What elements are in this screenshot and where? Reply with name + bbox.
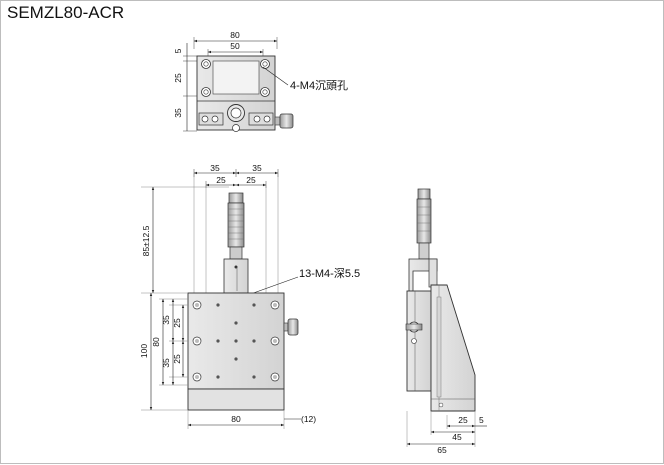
dim-top-50: 50 [230,41,240,51]
dim-front-25-upper: 25 [172,318,182,328]
front-lock-knob [287,318,299,336]
counterbore-holes [201,59,270,97]
side-micrometer [416,198,432,244]
dim-front-bottom-80: 80 [231,414,241,424]
dim-front-35-upper: 35 [161,315,171,325]
dim-side-45: 45 [452,432,462,442]
front-stage-base [187,388,285,411]
dim-side-25: 25 [458,415,468,425]
front-micrometer-thimble [227,202,245,248]
dim-top-35: 35 [173,108,183,118]
dim-front-12: (12) [301,414,316,424]
top-lock-knob [279,113,294,129]
dim-travel: 85±12.5 [141,225,151,256]
top-stage-plate [212,60,260,95]
top-view: 80 50 5 25 35 [173,30,348,132]
model-title: SEMZL80-ACR [7,3,125,22]
dim-front-35-lower: 35 [161,358,171,368]
front-micrometer-cap [228,192,244,204]
dim-front-25-lower: 25 [172,354,182,364]
dim-front-35-left: 35 [210,163,220,173]
dim-front-35-right: 35 [252,163,262,173]
dim-front-25-left: 25 [216,175,226,185]
dim-top-5: 5 [173,48,183,53]
front-callout: 13-M4-深5.5 [299,267,360,280]
dim-front-100: 100 [139,344,149,358]
top-callout: 4-M4沉頭孔 [290,79,348,92]
side-carriage [406,290,432,392]
front-micrometer-mount [223,258,249,294]
tapped-holes [192,300,280,382]
side-view: 25 5 45 65 [405,188,487,455]
dim-front-25-right: 25 [246,175,256,185]
dim-side-65: 65 [437,445,447,455]
dim-front-80: 80 [151,337,161,347]
side-bracket [430,284,476,412]
dim-top-25: 25 [173,73,183,83]
front-view: 35 35 25 25 85±12.5 [139,163,360,429]
dim-top-80: 80 [230,30,240,40]
dim-side-5: 5 [479,415,484,425]
